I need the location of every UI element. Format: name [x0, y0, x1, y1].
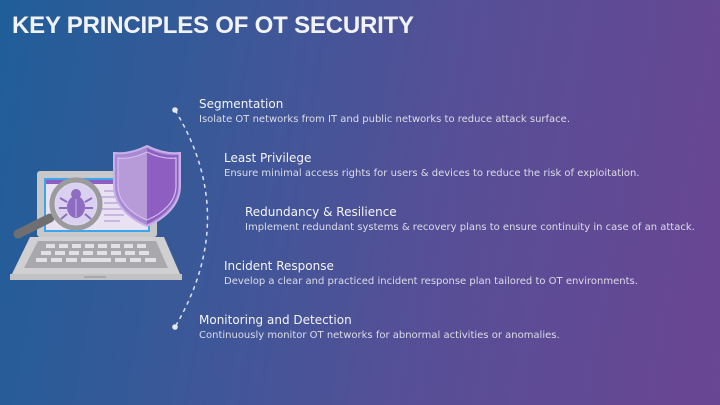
- principle-title: Redundancy & Resilience: [245, 205, 397, 219]
- arc-dot-bottom: [172, 324, 178, 330]
- principle-redundancy-resilience: Redundancy & Resilience Implement redund…: [245, 204, 695, 235]
- shield-icon: [113, 144, 181, 228]
- principle-least-privilege: Least Privilege Ensure minimal access ri…: [224, 150, 640, 181]
- principle-description: Ensure minimal access rights for users &…: [224, 168, 640, 179]
- principle-description: Develop a clear and practiced incident r…: [224, 276, 638, 287]
- arc-dot-top: [172, 107, 178, 113]
- principle-description: Continuously monitor OT networks for abn…: [199, 330, 560, 341]
- timeline-arc: [172, 107, 209, 330]
- principle-description: Isolate OT networks from IT and public n…: [199, 114, 571, 125]
- principle-title: Incident Response: [224, 259, 334, 273]
- principle-monitoring-detection: Monitoring and Detection Continuously mo…: [199, 312, 560, 343]
- bug-icon: [59, 189, 93, 220]
- security-illustration: [10, 144, 182, 280]
- principle-description: Implement redundant systems & recovery p…: [245, 222, 695, 233]
- principle-title: Segmentation: [199, 97, 284, 111]
- slide-title: KEY PRINCIPLES OF OT SECURITY: [12, 12, 414, 39]
- principle-title: Least Privilege: [224, 151, 312, 165]
- principle-segmentation: Segmentation Isolate OT networks from IT…: [199, 96, 570, 127]
- principle-incident-response: Incident Response Develop a clear and pr…: [224, 258, 638, 289]
- principle-title: Monitoring and Detection: [199, 313, 352, 327]
